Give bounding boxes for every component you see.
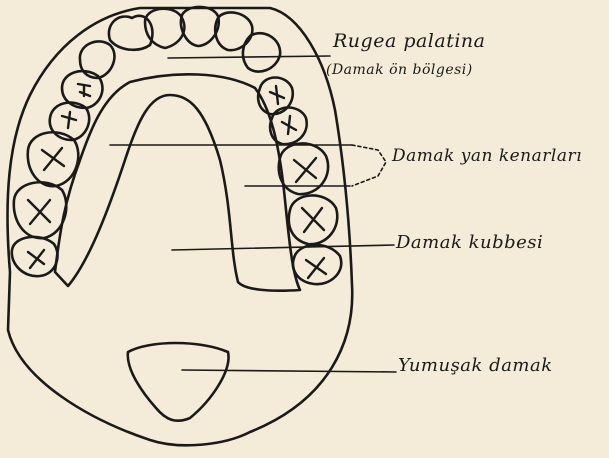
leader-kubbe — [172, 245, 394, 250]
right-molar — [293, 245, 341, 284]
label-rugea-palatina: Rugea palatina — [333, 30, 486, 52]
label-rugea-subtitle: (Damak ön bölgesi) — [326, 62, 473, 78]
label-yumusak-damak: Yumuşak damak — [398, 355, 553, 376]
leader-rugea — [168, 56, 330, 58]
label-damak-yan-kenarlari: Damak yan kenarları — [392, 146, 582, 166]
front-tooth — [243, 33, 280, 71]
soft-palate-shape — [128, 343, 229, 421]
front-tooth — [215, 12, 252, 50]
front-tooth — [80, 41, 115, 78]
leader-yumusak — [182, 370, 396, 372]
front-tooth — [181, 7, 219, 46]
label-damak-kubbesi: Damak kubbesi — [396, 232, 543, 253]
leader-kenar-bracket — [352, 145, 386, 186]
